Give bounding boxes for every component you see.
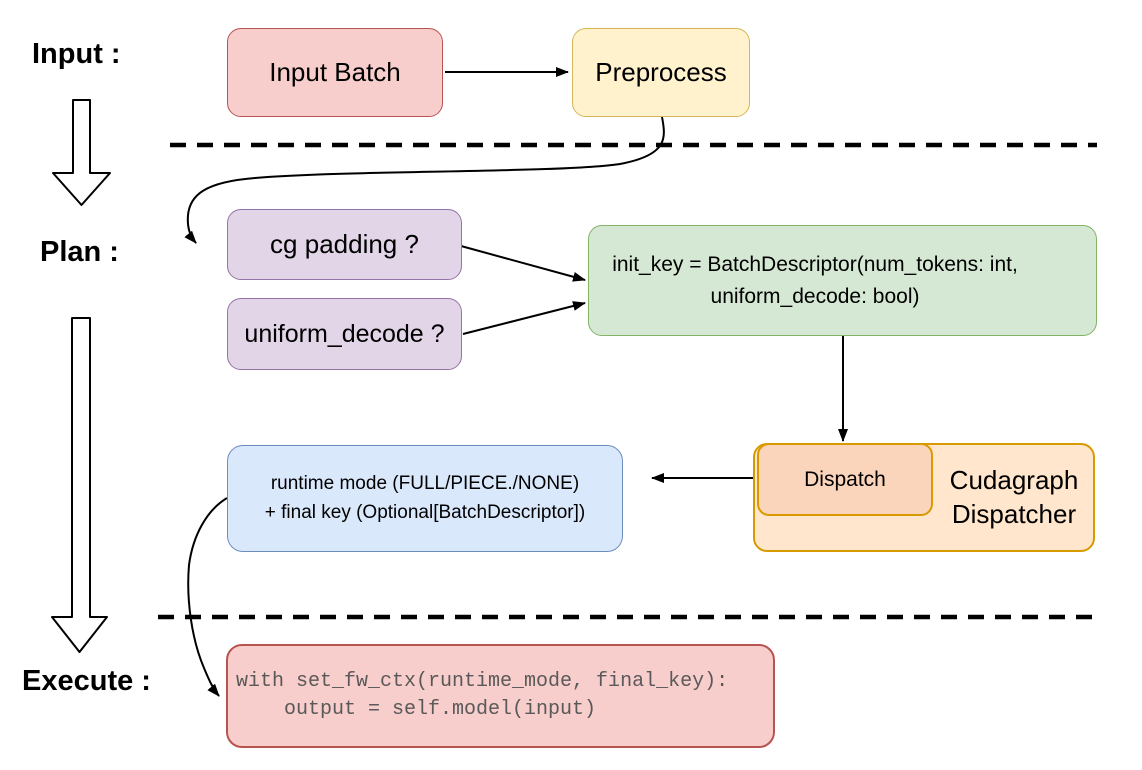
node-preprocess-label: Preprocess [595, 57, 727, 87]
stage-label-plan: Plan : [40, 236, 119, 268]
node-dispatch: Dispatch [757, 443, 933, 516]
node-preprocess: Preprocess [572, 28, 750, 117]
node-cudagraph-dispatcher-line2: Dispatcher [951, 498, 1077, 529]
node-execute-code: with set_fw_ctx(runtime_mode, final_key)… [226, 644, 775, 748]
node-runtime-result: runtime mode (FULL/PIECE./NONE) + final … [227, 445, 623, 552]
stage-label-execute: Execute : [22, 665, 151, 697]
arrow-cgpadding-to-initkey [460, 245, 586, 282]
arrow-uniformdecode-to-initkey [462, 301, 586, 335]
arrow-preprocess-to-plan [184, 116, 665, 244]
node-uniform-decode-label: uniform_decode ? [244, 319, 445, 348]
arrow-runtime-to-executecode [187, 497, 228, 697]
stage-arrow-plan-to-execute-icon [51, 317, 108, 653]
execute-code-line1: with set_fw_ctx(runtime_mode, final_key)… [236, 670, 729, 693]
node-init-key-line1: init_key = BatchDescriptor(num_tokens: i… [612, 253, 1018, 276]
node-cg-padding-label: cg padding ? [270, 229, 419, 259]
node-dispatch-label: Dispatch [804, 467, 886, 491]
node-input-batch-label: Input Batch [269, 57, 401, 87]
node-init-key-line2: uniform_decode: bool) [710, 284, 920, 308]
node-cudagraph-dispatcher-line1: Cudagraph [949, 465, 1079, 496]
stage-arrow-input-to-plan-icon [52, 99, 111, 206]
node-runtime-result-line2: + final key (Optional[BatchDescriptor]) [264, 501, 586, 523]
node-runtime-result-line1: runtime mode (FULL/PIECE./NONE) [270, 473, 580, 494]
execute-code-line2: output = self.model(input) [236, 698, 597, 721]
stage-label-input: Input : [32, 38, 121, 70]
node-cg-padding: cg padding ? [227, 209, 462, 280]
node-input-batch: Input Batch [227, 28, 443, 117]
node-init-key: init_key = BatchDescriptor(num_tokens: i… [588, 225, 1097, 336]
node-uniform-decode: uniform_decode ? [227, 298, 462, 370]
